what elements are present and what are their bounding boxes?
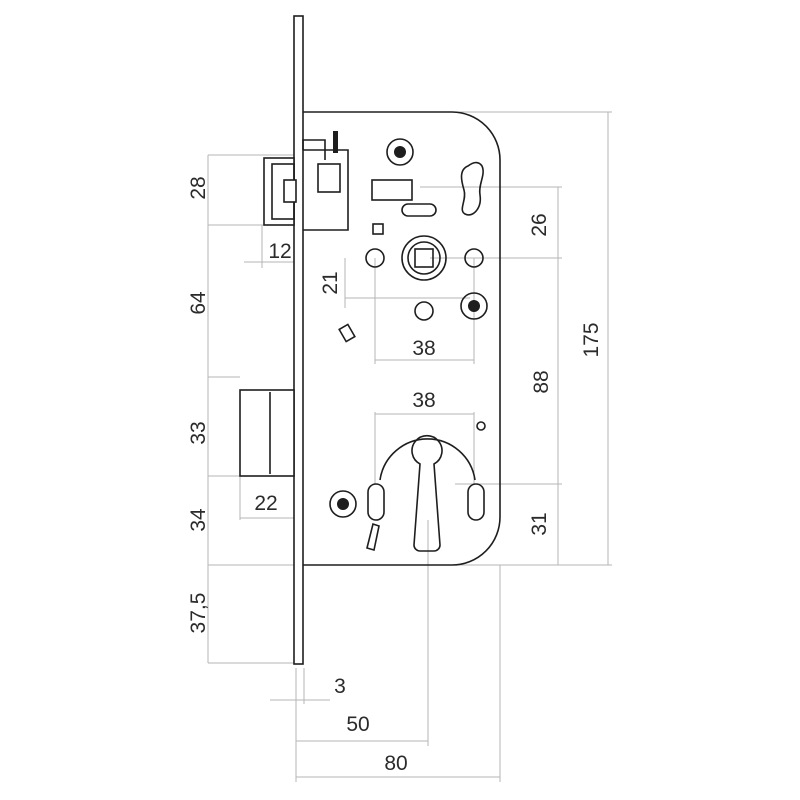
dimension-labels: 28 12 64 21 38 26 88 175 38 33 22 34 31 … bbox=[187, 176, 603, 775]
dim-spindle-hole-spacing: 38 bbox=[412, 337, 435, 360]
dim-bolt-height: 33 bbox=[187, 421, 210, 444]
dim-latch-height: 28 bbox=[187, 176, 210, 199]
dim-case-height: 175 bbox=[580, 322, 603, 357]
dim-faceplate-thickness: 3 bbox=[334, 675, 346, 698]
dim-cylinder-hole-spacing: 38 bbox=[412, 389, 435, 412]
dim-bottom-to-plate-end: 37,5 bbox=[187, 593, 210, 634]
internal-components bbox=[329, 138, 488, 552]
dim-backset: 50 bbox=[346, 713, 369, 736]
dim-spindle-to-cylinder: 88 bbox=[530, 370, 553, 393]
dim-latch-to-bolt: 64 bbox=[187, 291, 210, 315]
dim-cylinder-to-bottom: 31 bbox=[528, 512, 551, 535]
dim-bolt-projection: 22 bbox=[254, 492, 277, 515]
dead-bolt bbox=[239, 389, 295, 477]
dim-bolt-to-bottom: 34 bbox=[187, 508, 210, 532]
lock-case bbox=[303, 111, 501, 566]
faceplate bbox=[293, 15, 304, 665]
dim-top-to-spindle: 26 bbox=[528, 213, 551, 236]
latch-bolt bbox=[263, 131, 349, 231]
dim-spindle-to-small: 21 bbox=[319, 271, 342, 294]
dim-latch-projection: 12 bbox=[268, 240, 291, 263]
dim-case-depth: 80 bbox=[384, 752, 407, 775]
